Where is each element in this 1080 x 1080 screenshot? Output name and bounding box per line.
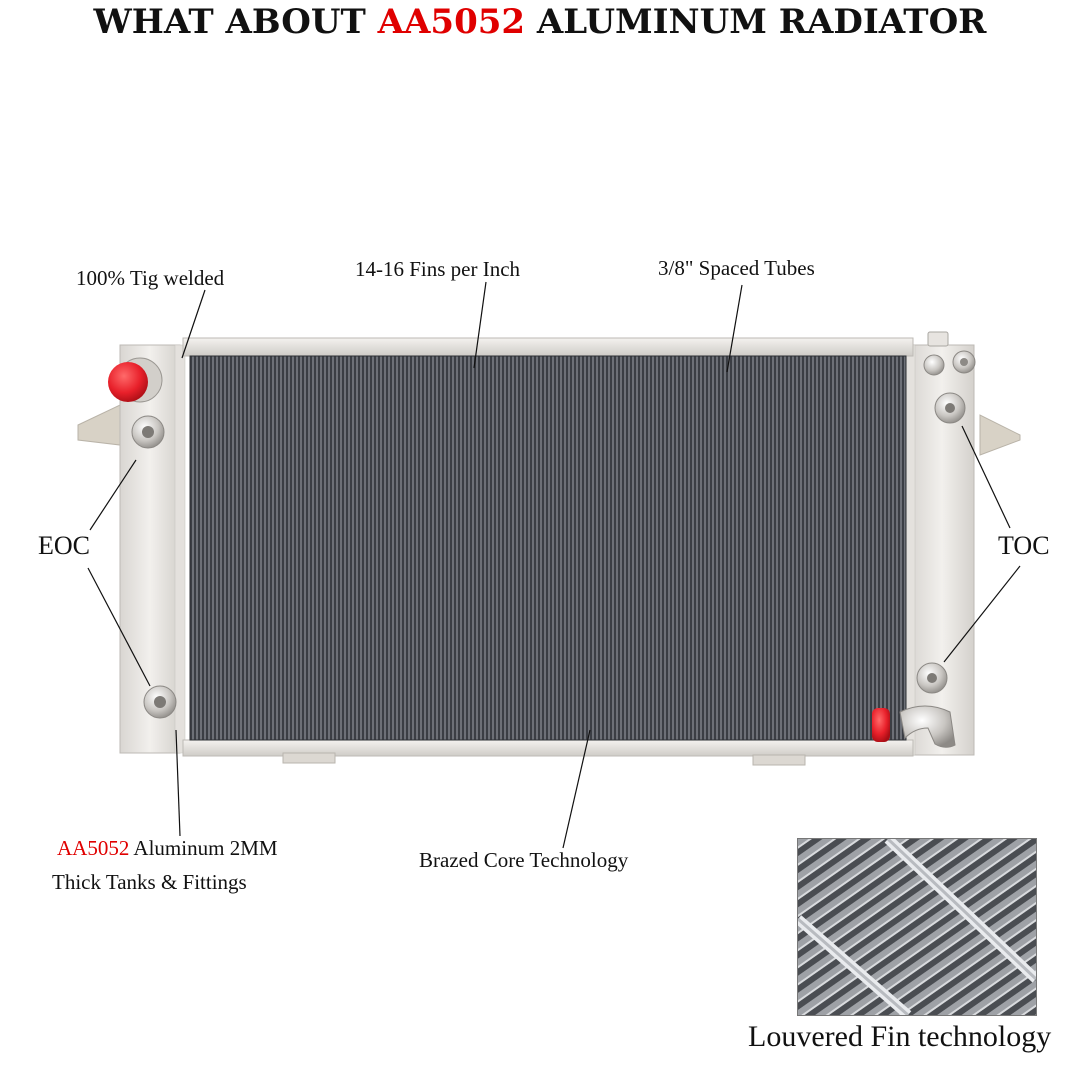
hose-fitting-icon [131, 415, 165, 449]
louvered-fin-closeup [798, 839, 1036, 1015]
outlet-elbow [872, 705, 956, 748]
label-toc: TOC [998, 531, 1050, 560]
hose-fitting-icon [916, 662, 948, 694]
right-bracket [979, 414, 1021, 456]
filler-neck [923, 331, 976, 376]
hose-fitting-icon [934, 392, 966, 424]
leader-lines [87, 281, 1021, 849]
label-brazed-core: Brazed Core Technology [419, 848, 629, 872]
label-tanks-line1: AA5052 Aluminum 2MM [57, 836, 278, 861]
label-fins-per-inch: 14-16 Fins per Inch [355, 257, 521, 281]
bottom-foot-left [282, 752, 336, 764]
title-part2: ALUMINUM RADIATOR [525, 2, 987, 42]
label-tig-welded: 100% Tig welded [76, 266, 225, 290]
radiator-core [189, 355, 907, 741]
hose-fitting-icon [143, 685, 177, 719]
louvered-fin-inset [797, 838, 1037, 1016]
label-eoc: EOC [38, 531, 90, 560]
title-highlight: AA5052 [377, 2, 526, 42]
top-header [182, 337, 914, 357]
left-tank [119, 344, 186, 754]
title-part1: WHAT ABOUT [93, 2, 378, 42]
radiator-cap-icon [108, 357, 163, 403]
label-tanks-line1-rest: Aluminum 2MM [129, 836, 278, 860]
bottom-foot-right [752, 754, 806, 766]
page-title: WHAT ABOUT AA5052 ALUMINUM RADIATOR [0, 2, 1080, 42]
left-bracket [77, 404, 121, 446]
label-tanks-highlight: AA5052 [57, 836, 130, 860]
label-louvered-fin: Louvered Fin technology [748, 1020, 1052, 1053]
label-spaced-tubes: 3/8" Spaced Tubes [658, 256, 815, 280]
label-tanks-line2: Thick Tanks & Fittings [52, 870, 247, 894]
